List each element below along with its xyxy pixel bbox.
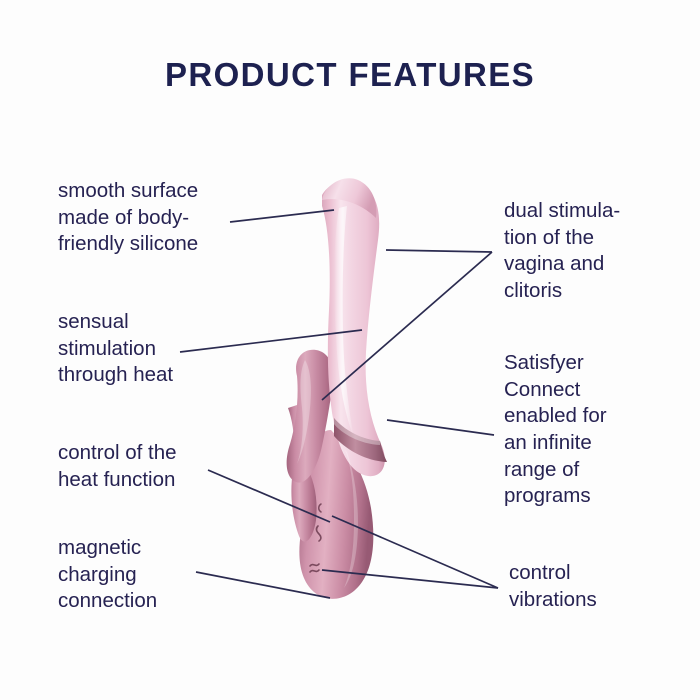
callout-smooth-surface: smooth surface made of body- friendly si…: [58, 179, 199, 256]
clitoral-arm-gloss: [297, 360, 311, 464]
leader-line-smooth: [229, 209, 335, 223]
callout-heat-control: control of the heat function: [58, 441, 177, 491]
clitoral-arm: [286, 349, 334, 483]
leader-line-vibrations-a: [331, 515, 499, 589]
callout-sensual-stimulation: sensual stimulation through heat: [58, 310, 174, 387]
leader-line-heat-control: [207, 469, 331, 523]
callout-satisfyer-connect: Satisfyer Connect enabled for an infinit…: [504, 351, 607, 508]
vibration-button-icon[interactable]: [309, 563, 320, 573]
heat-button-icon[interactable]: [315, 525, 322, 542]
shaft-gloss: [334, 206, 354, 438]
leader-lines: [179, 209, 499, 599]
leader-line-dual-a: [385, 249, 493, 253]
leader-line-magnetic: [195, 571, 331, 599]
leader-line-vibrations-b: [321, 569, 499, 589]
handle-gloss: [344, 450, 358, 588]
page-title: PRODUCT FEATURES: [164, 56, 536, 93]
leader-line-dual-b: [321, 251, 493, 401]
shaft-tip: [322, 178, 377, 218]
callout-dual-stimulation: dual stimula- tion of the vagina and cli…: [504, 199, 621, 302]
leader-line-sensual: [179, 329, 363, 353]
callout-control-vibrations: control vibrations: [509, 561, 597, 611]
joint-ring: [334, 418, 387, 462]
product-body: [286, 178, 387, 599]
product-handle: [299, 430, 374, 599]
callout-magnetic-charging: magnetic charging connection: [58, 536, 158, 613]
joint-ring-shadow: [333, 418, 380, 445]
leader-line-connect: [386, 419, 495, 436]
power-button-icon[interactable]: [318, 503, 322, 513]
